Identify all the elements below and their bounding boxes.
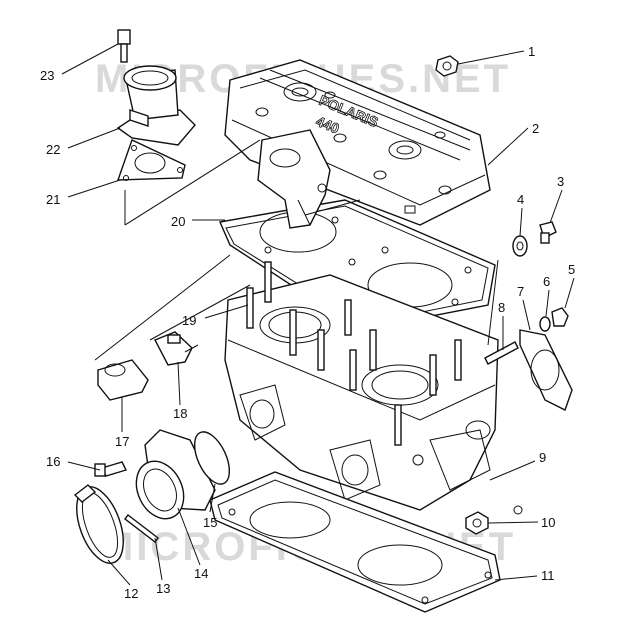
part-5-nut: [551, 307, 569, 327]
part-7-cover-plate: [519, 329, 573, 411]
callout-numbers: 1 2 3 4 5 6 7 8 9 10 11 12 13 14 15 16 1…: [40, 44, 575, 601]
callout-12: 12: [124, 586, 138, 601]
callout-17: 17: [115, 434, 129, 449]
head-studs: [246, 261, 462, 446]
part-16-screw: [94, 461, 127, 477]
part-3-bolt: [539, 221, 557, 244]
part-13-screw: [124, 514, 159, 543]
callout-19: 19: [182, 313, 196, 328]
callout-8: 8: [498, 300, 505, 315]
cylinder-head-cover: POLARIS 440: [224, 59, 491, 226]
callout-11: 11: [541, 568, 555, 583]
part-23-bolt: [117, 29, 131, 63]
callout-14: 14: [194, 566, 208, 581]
part-8-stud: [484, 341, 519, 365]
part-4-washer: [512, 235, 528, 257]
callout-7: 7: [517, 284, 524, 299]
callout-18: 18: [173, 406, 187, 421]
callout-2: 2: [532, 121, 539, 136]
callout-20: 20: [171, 214, 185, 229]
callout-3: 3: [557, 174, 564, 189]
part-10-nut: [465, 511, 489, 535]
callout-10: 10: [541, 515, 555, 530]
part-15-o-ring: [193, 431, 231, 485]
part-6-washer: [539, 316, 551, 332]
callout-6: 6: [543, 274, 550, 289]
part-21-gasket: [117, 139, 186, 181]
part-12-clamp: [73, 484, 124, 564]
callout-13: 13: [156, 581, 170, 596]
leader-lines: [61, 43, 575, 586]
part-18-sensor: [154, 331, 199, 366]
callout-5: 5: [568, 262, 575, 277]
callout-21: 21: [46, 192, 60, 207]
callout-15: 15: [203, 515, 217, 530]
callout-4: 4: [517, 192, 524, 207]
part-17-plug: [97, 359, 149, 401]
callout-1: 1: [528, 44, 535, 59]
alignment-lines: [94, 139, 499, 361]
callout-23: 23: [40, 68, 54, 83]
part-1-nut: [435, 55, 459, 77]
callout-9: 9: [539, 450, 546, 465]
part-14-intake-adaptor: [135, 429, 216, 520]
callout-22: 22: [46, 142, 60, 157]
thermostat-housing: [257, 129, 331, 229]
cylinder-block: [224, 261, 523, 515]
part-22-water-outlet: [116, 65, 196, 146]
callout-16: 16: [46, 454, 60, 469]
